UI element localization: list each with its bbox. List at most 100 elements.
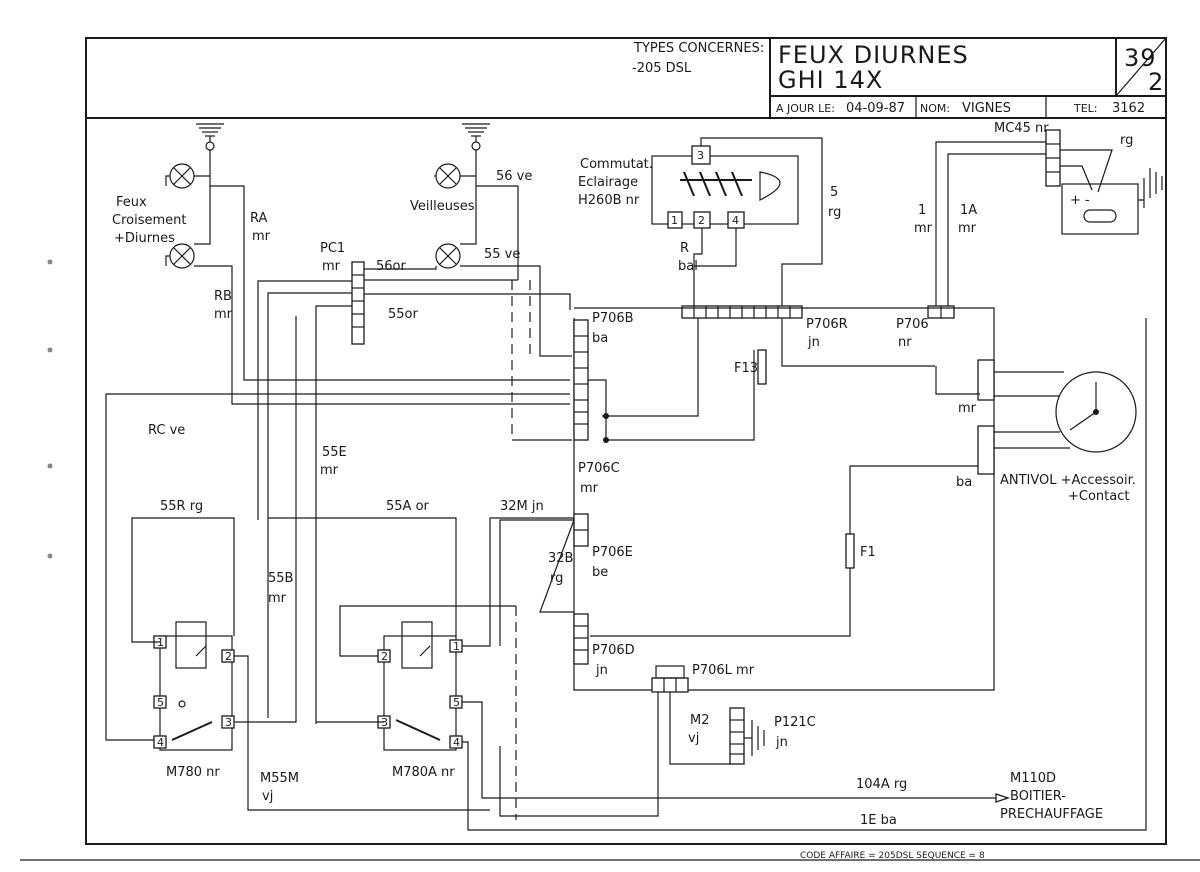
label-r-color: bal [678,259,698,274]
dashed-wire [511,280,531,440]
label-5: 5 [830,185,838,200]
label-m110d-3: PRECHAUFFAGE [1000,807,1103,822]
tel-label: TEL: [1073,102,1098,115]
wire [316,517,574,723]
svg-text:3: 3 [225,716,232,729]
label-feux-3: +Diurnes [114,231,175,246]
wire [268,517,457,636]
wire [165,150,570,381]
label-1: 1 [918,203,926,218]
label-feux-2: Croisement [112,213,186,228]
label-104a: 104A rg [856,777,907,792]
svg-text:1: 1 [671,214,678,227]
label-commutat-2: Eclairage [578,175,638,190]
svg-text:5: 5 [453,696,460,709]
punch-mark [47,463,53,469]
label-m780a: M780A nr [392,765,455,780]
connector-p706l [651,665,689,693]
fuse-f1 [845,533,855,569]
label-m110d-2: BOITIER- [1010,789,1066,804]
label-p706e-color: be [592,565,608,580]
ignition-switch-antivol [977,359,1137,475]
label-m110d-1: M110D [1010,771,1056,786]
label-commutat-3: H260B nr [578,193,640,208]
label-p706c-color: mr [580,481,599,496]
label-56ve: 56 ve [496,169,532,184]
label-56or: 56or [376,259,406,274]
label-1a-color: mr [958,221,977,236]
label-32b-color: rg [550,571,563,586]
label-feux-1: Feux [116,195,147,210]
label-ba-antivol: ba [956,475,972,490]
svg-text:+ -: + - [1070,193,1090,208]
arrow-icon [995,793,1011,803]
wire [512,379,607,441]
punch-mark [47,347,53,353]
label-p706c: P706C [578,461,620,476]
label-rg-battery: rg [1120,133,1133,148]
label-m2: M2 [690,713,710,728]
connector-mc45 [1045,129,1061,187]
label-antivol-1: ANTIVOL +Accessoir. [1000,473,1136,488]
relay-m780: 1 2 5 3 4 [153,621,235,751]
svg-text:2: 2 [225,650,232,663]
ground-symbol-p121c [744,720,765,756]
label-1-color: mr [914,221,933,236]
wire [460,265,572,357]
battery-icon: + - [1061,183,1139,235]
switch-h260b: 3 1 2 4 [651,145,799,229]
update-label: A JOUR LE: [776,102,835,115]
svg-text:4: 4 [453,736,460,749]
connector-p121c [729,707,745,765]
connector-pc1 [351,261,365,345]
update-date: 04-09-87 [846,101,905,116]
page-number-top: 39 [1124,44,1157,72]
svg-text:4: 4 [157,736,164,749]
label-rb: RB [214,289,232,304]
label-p706: P706 [896,317,929,332]
label-m55m: M55M [260,771,299,786]
label-1e: 1E ba [860,813,897,828]
label-p706r: P706R [806,317,848,332]
label-p121c-color: jn [775,735,788,750]
label-commutat-1: Commutat. [580,157,653,172]
label-pc1: PC1 [320,241,345,256]
wire [434,150,519,280]
label-mc45: MC45 nr [994,121,1049,136]
punch-mark [47,553,53,559]
label-m55m-color: vj [262,789,273,804]
connector-p706b [573,319,589,441]
title-line-1: FEUX DIURNES [778,41,969,69]
label-m780: M780 nr [166,765,220,780]
label-rc: RC ve [148,423,185,438]
sheet-frame [85,37,1167,845]
label-veilleuses: Veilleuses [410,199,475,214]
label-p706d-color: jn [595,663,608,678]
label-p706l: P706L mr [692,663,755,678]
label-55b: 55B [268,571,293,586]
svg-text:2: 2 [381,650,388,663]
wire [257,280,352,724]
label-f1: F1 [860,545,876,560]
punch-mark [47,259,53,265]
label-55a: 55A or [386,499,430,514]
label-p121c: P121C [774,715,816,730]
label-p706r-color: jn [807,335,820,350]
wire [935,141,1144,308]
label-rb-color: mr [214,307,233,322]
name-label: NOM: [920,102,950,115]
wire [131,316,297,723]
lamp-icon [435,243,461,269]
wire [590,465,986,637]
svg-text:3: 3 [697,149,704,162]
label-p706d: P706D [592,643,635,658]
wire [573,307,995,691]
lamp-icon [169,243,195,269]
label-p706b: P706B [592,311,634,326]
wire [602,318,755,441]
label-55b-color: mr [268,591,287,606]
wire [105,393,570,741]
tel-value: 3162 [1112,101,1145,116]
types-label: TYPES CONCERNES: [633,41,764,56]
